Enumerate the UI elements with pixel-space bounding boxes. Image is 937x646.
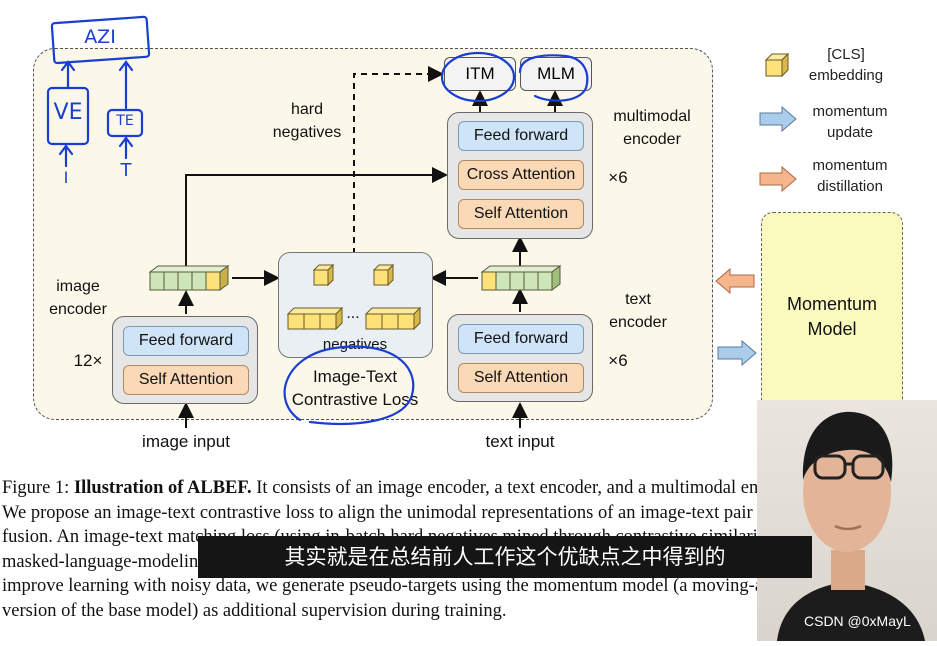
image-encoder-repeat: 12× xyxy=(73,351,103,370)
text-self-attention: Self Attention xyxy=(458,363,584,393)
image-input-label: image input xyxy=(142,432,230,451)
handwriting-i: I xyxy=(63,168,69,187)
multimodal-self-attention: Self Attention xyxy=(458,199,584,229)
negatives-cubes xyxy=(286,263,422,331)
text-encoder-repeat: ×6 xyxy=(608,351,628,370)
caption-line-1-text: It consists of an image encoder, a text … xyxy=(256,478,803,498)
legend-momentum-distillation-label: momentum distillation xyxy=(812,157,888,195)
caption-line-6: version of the base model) as additional… xyxy=(2,600,507,621)
negatives-queue-box xyxy=(278,252,433,358)
text-feed-forward: Feed forward xyxy=(458,324,584,354)
momentum-model-box xyxy=(761,212,903,420)
handwriting-te: TE xyxy=(116,113,134,129)
cls-cube-icon xyxy=(764,52,790,78)
multimodal-cross-attention: Cross Attention xyxy=(458,160,584,190)
negatives-ellipsis: ... xyxy=(346,305,360,322)
text-embedding-row xyxy=(480,265,562,291)
momentum-distillation-arrow-icon xyxy=(759,166,797,192)
csdn-watermark: CSDN @0xMayL xyxy=(804,613,911,629)
hard-negatives-label: hard negatives xyxy=(272,101,342,141)
caption-line-2: We propose an image-text contrastive los… xyxy=(2,502,805,523)
video-subtitle: 其实就是在总结前人工作这个优缺点之中得到的 xyxy=(198,536,812,578)
momentum-model-label: Momentum Model xyxy=(786,294,878,339)
text-encoder-stack: Feed forward Self Attention xyxy=(447,314,593,402)
multimodal-encoder-stack: Feed forward Cross Attention Self Attent… xyxy=(447,112,593,239)
itm-head: ITM xyxy=(444,57,516,91)
image-feed-forward: Feed forward xyxy=(123,326,249,356)
image-embedding-row xyxy=(148,265,230,291)
distillation-arrow-left xyxy=(715,268,755,294)
text-input-label: text input xyxy=(485,432,555,451)
presenter-webcam xyxy=(757,400,937,641)
multimodal-encoder-label: multimodal encoder xyxy=(613,108,691,148)
handwriting-t: T xyxy=(120,160,132,181)
legend-momentum-update-label: momentum update xyxy=(812,103,888,141)
image-encoder-stack: Feed forward Self Attention xyxy=(112,316,258,404)
momentum-update-arrow-icon xyxy=(759,106,797,132)
multimodal-repeat: ×6 xyxy=(608,168,628,187)
image-self-attention: Self Attention xyxy=(123,365,249,395)
caption-line-5: improve learning with noisy data, we gen… xyxy=(2,576,813,596)
presenter-figure xyxy=(777,411,925,641)
negatives-label: negatives xyxy=(322,336,388,353)
caption-bold: Illustration of ALBEF. xyxy=(73,478,252,498)
caption-prefix: Figure 1: xyxy=(2,478,70,498)
caption-line-4: masked-language-modeling loss xyxy=(2,551,241,572)
caption-line-1: Figure 1: Illustration of ALBEF. It cons… xyxy=(2,476,937,501)
update-arrow-right xyxy=(717,340,757,366)
legend-cls-label: [CLS] embedding xyxy=(808,46,884,84)
multimodal-feed-forward: Feed forward xyxy=(458,121,584,151)
image-encoder-label: image encoder xyxy=(49,278,107,318)
handwriting-ve: VE xyxy=(53,100,83,125)
handwriting-top: AZI xyxy=(84,26,116,48)
text-encoder-label: text encoder xyxy=(609,291,667,331)
contrastive-loss-label: Image-Text Contrastive Loss xyxy=(291,367,419,409)
